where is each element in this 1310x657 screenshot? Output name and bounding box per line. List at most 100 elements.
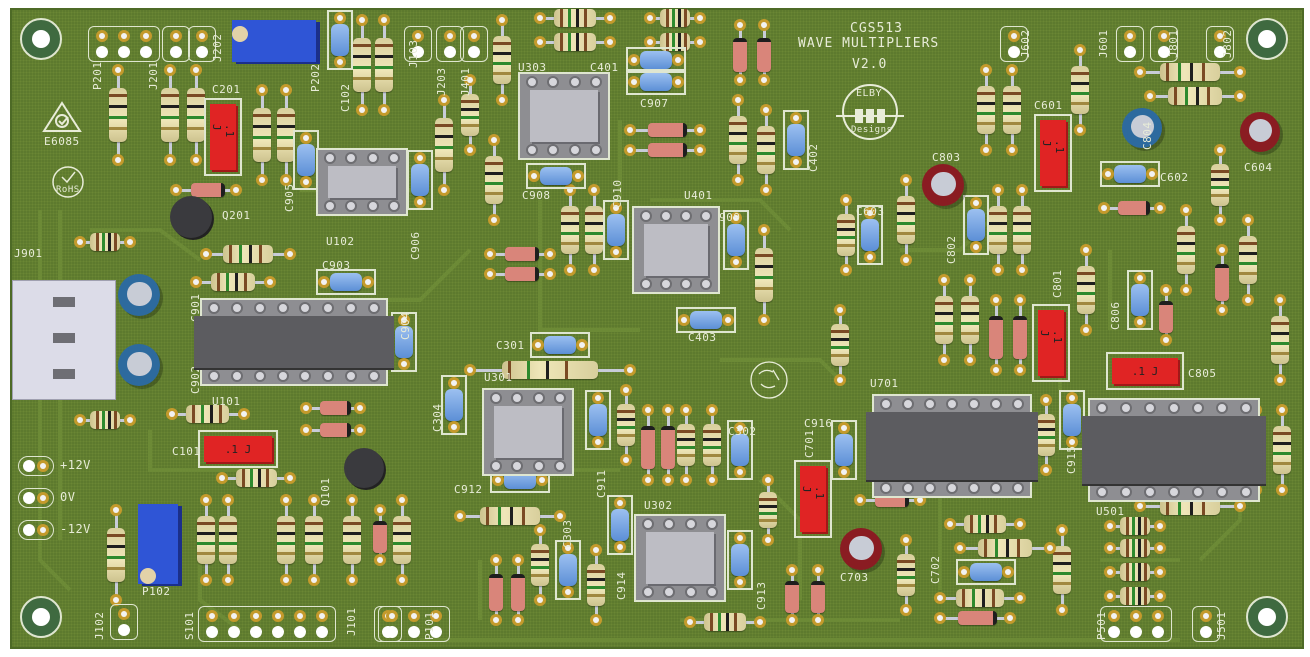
capacitor-ref-c603: C603 — [856, 205, 885, 218]
resistor — [493, 36, 511, 84]
resistor-band — [161, 127, 179, 130]
capacitor-outline — [963, 195, 989, 255]
resistor-band — [486, 507, 489, 525]
resistor-band — [1126, 563, 1129, 581]
solder-pad — [672, 76, 684, 88]
diode — [811, 581, 825, 613]
ic-u303 — [530, 90, 598, 142]
resistor — [1037, 414, 1055, 456]
solder-pad — [534, 36, 546, 48]
header-j601[interactable] — [1116, 26, 1144, 62]
solder-pad — [1154, 520, 1166, 532]
solder-pad — [562, 586, 574, 598]
ic-pin — [276, 370, 289, 382]
solder-pad — [1040, 394, 1052, 406]
ic-pin — [532, 392, 545, 404]
ceramic-capacitor-c102 — [331, 24, 349, 56]
resistor — [90, 233, 120, 251]
header-j102[interactable] — [110, 604, 138, 640]
ic-pin — [345, 302, 358, 314]
header-pin — [1108, 626, 1120, 638]
header-j103[interactable] — [404, 26, 432, 62]
solder-pad — [590, 544, 602, 556]
trimmer-potentiometer-p202[interactable] — [232, 20, 316, 62]
solder-pad — [1154, 590, 1166, 602]
solder-pad — [124, 414, 136, 426]
power-terminal[interactable] — [18, 488, 54, 508]
solder-pad — [628, 76, 640, 88]
trimmer-adjust-screw[interactable] — [140, 568, 156, 584]
header-p201[interactable] — [88, 26, 160, 62]
solder-pad — [1216, 304, 1228, 316]
power-terminal[interactable] — [18, 456, 54, 476]
header-pin — [386, 626, 398, 638]
resistor-band — [1053, 552, 1071, 555]
resistor-band — [1003, 122, 1021, 125]
solder-pad — [1074, 124, 1086, 136]
resistor — [956, 589, 1004, 607]
ic-pin — [660, 278, 672, 290]
resistor-band — [677, 430, 695, 433]
header-j802[interactable] — [1206, 26, 1234, 62]
header-j801[interactable] — [1150, 26, 1178, 62]
resistor-band — [1071, 92, 1089, 95]
resistor-band — [961, 312, 979, 315]
resistor — [1168, 87, 1222, 105]
resistor-band — [678, 9, 681, 27]
solder-pad — [934, 612, 946, 624]
resistor — [253, 108, 271, 162]
resistor — [759, 492, 777, 528]
ic-ref-u102: U102 — [326, 235, 355, 248]
resistor-band — [576, 33, 579, 51]
header-j501[interactable] — [1192, 606, 1220, 642]
resistor-band — [984, 539, 987, 557]
solder-pad — [256, 174, 268, 186]
resistor-band — [617, 410, 635, 413]
solder-pad — [662, 404, 674, 416]
resistor-band — [994, 515, 997, 533]
header-j201[interactable] — [162, 26, 190, 62]
header-j401[interactable] — [460, 26, 488, 62]
solder-pad — [790, 112, 802, 124]
resistor-band — [219, 522, 237, 525]
resistor — [393, 516, 411, 564]
trimmer-adjust-screw[interactable] — [232, 26, 248, 42]
resistor-band — [565, 361, 568, 379]
resistor-band — [989, 242, 1007, 245]
power-pin — [23, 460, 35, 472]
ic-pin — [1240, 402, 1252, 414]
resistor-band — [435, 157, 453, 160]
solder-pad — [112, 154, 124, 166]
header-j602[interactable] — [1000, 26, 1028, 62]
resistor-band — [729, 152, 747, 155]
resistor-band — [197, 542, 215, 545]
resistor-band — [1144, 539, 1147, 557]
solder-pad — [1214, 214, 1226, 226]
header-ref-j202: J202 — [211, 33, 224, 63]
header-j202[interactable] — [188, 26, 216, 62]
header-j203[interactable] — [436, 26, 464, 62]
header-p101[interactable] — [378, 606, 450, 642]
resistor — [1077, 266, 1095, 314]
header-s101[interactable] — [198, 606, 336, 642]
solder-pad — [190, 154, 202, 166]
power-terminal[interactable] — [18, 520, 54, 540]
j901-connector[interactable] — [12, 280, 116, 400]
capacitor-ref-c912: C912 — [454, 483, 483, 496]
solder-pad — [758, 74, 770, 86]
solder-pad — [534, 12, 546, 24]
solder-pad — [166, 408, 178, 420]
resistor-band — [617, 434, 635, 437]
resistor-band — [989, 232, 1007, 235]
resistor-band — [1126, 517, 1129, 535]
resistor-band — [1013, 242, 1031, 245]
resistor-band — [277, 542, 295, 545]
resistor — [729, 116, 747, 164]
header-p501[interactable] — [1100, 606, 1172, 642]
capacitor-outline — [555, 540, 581, 600]
ic-ref-u302: U302 — [644, 499, 673, 512]
elby-brand-top: ELBY — [856, 88, 883, 99]
resistor-band — [219, 542, 237, 545]
solder-pad — [464, 74, 476, 86]
mounting-hole-top-right — [1246, 18, 1288, 60]
